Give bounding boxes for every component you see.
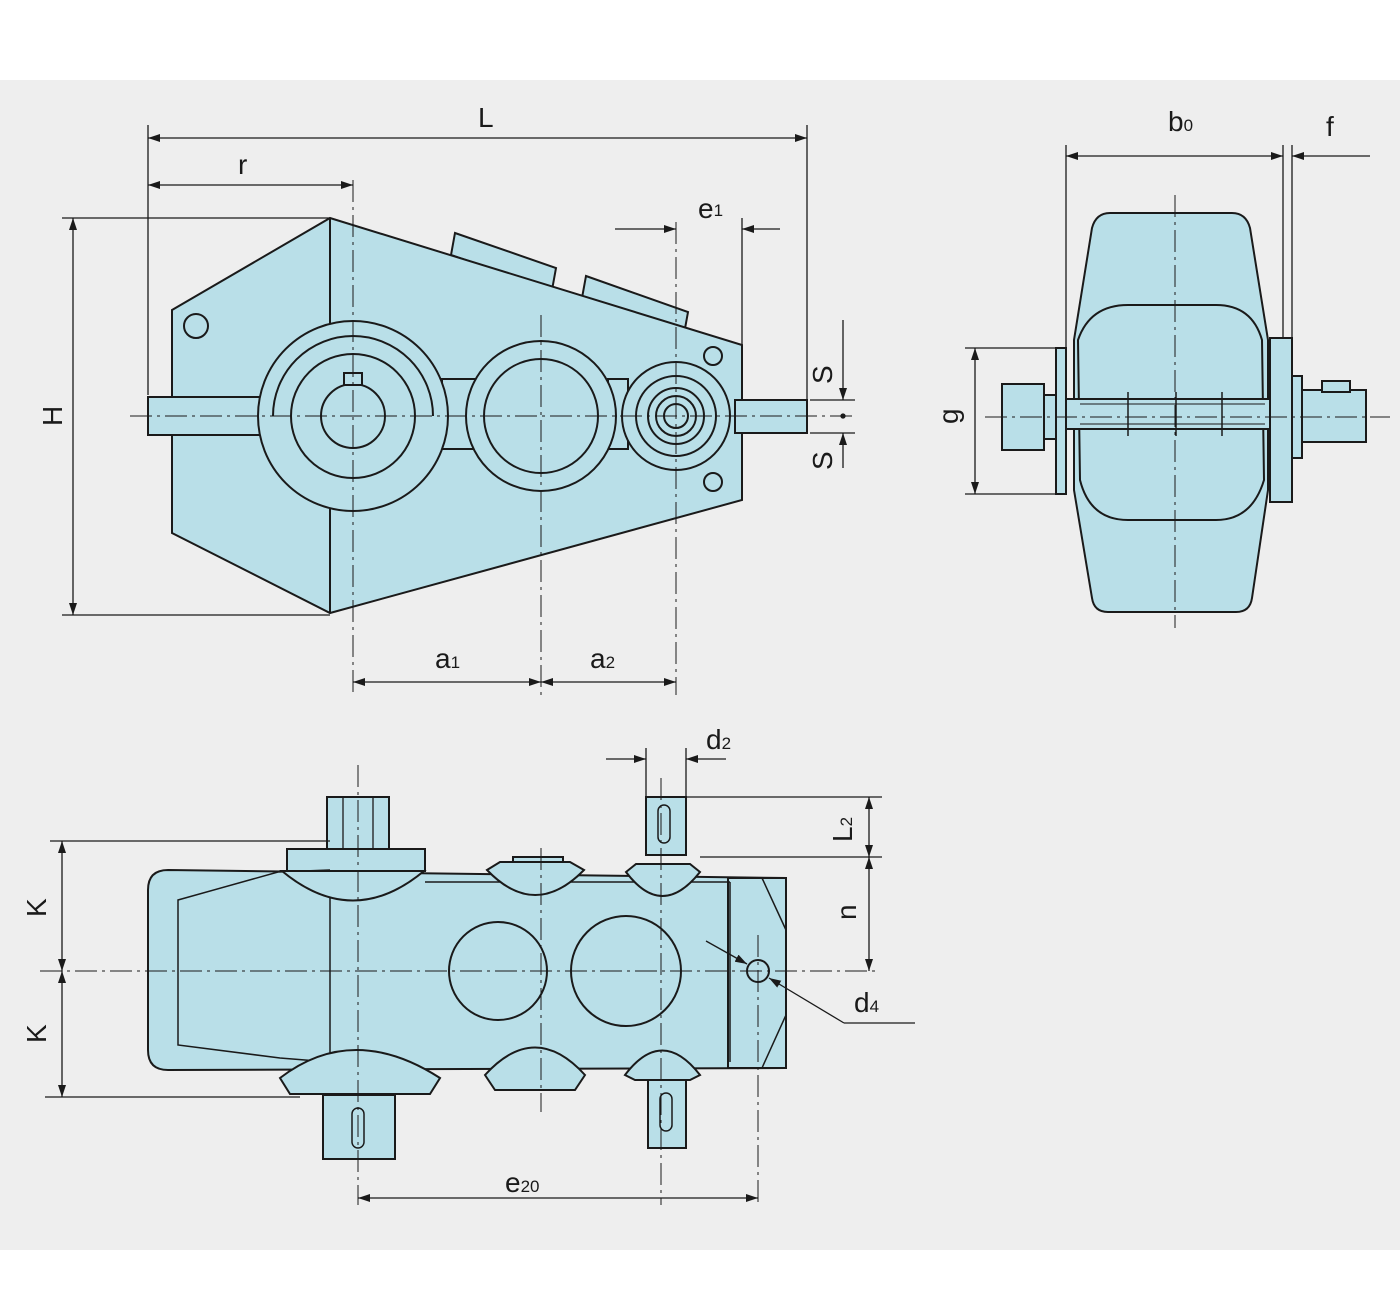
front-dimensions <box>62 125 855 686</box>
front-bolt-hole-1 <box>183 313 209 339</box>
top-input-shaft-lower <box>647 1077 687 1149</box>
label-r: r <box>238 149 247 180</box>
label-L: L <box>478 102 494 133</box>
side-left-flange <box>1055 347 1067 495</box>
label-a1: a1 <box>435 643 460 674</box>
top-bearing-cap-lower-1 <box>278 1049 442 1095</box>
side-right-shaft <box>1301 389 1367 443</box>
side-key <box>1321 380 1351 393</box>
label-H: H <box>37 406 68 426</box>
front-bolt-hole-2 <box>703 346 723 366</box>
side-dimensions <box>965 145 1370 495</box>
side-view <box>1001 212 1367 613</box>
front-center-lines <box>130 180 852 695</box>
top-flange-upper <box>286 848 426 872</box>
top-input-shaft-upper <box>645 796 687 856</box>
top-view <box>147 796 787 1160</box>
label-K-bottom: K <box>21 1024 52 1043</box>
label-d2: d2 <box>706 724 731 755</box>
label-n: n <box>831 904 862 920</box>
label-S-bottom: S <box>807 451 838 470</box>
label-f: f <box>1326 111 1334 142</box>
side-center-lines <box>985 195 1390 628</box>
label-a2: a2 <box>590 643 615 674</box>
top-output-shaft-lower <box>322 1094 396 1160</box>
label-g: g <box>933 408 964 424</box>
side-right-flange <box>1269 337 1293 503</box>
label-e20: e20 <box>505 1167 540 1198</box>
label-L2: L2 <box>827 817 858 842</box>
front-bolt-hole-3 <box>703 472 723 492</box>
label-e1: e1 <box>698 193 723 224</box>
label-d4: d4 <box>854 987 879 1018</box>
top-dimensions <box>45 748 915 1202</box>
label-S-top: S <box>807 365 838 384</box>
label-K-top: K <box>21 898 52 917</box>
label-b0: b0 <box>1168 106 1193 137</box>
top-center-lines <box>40 765 880 1205</box>
